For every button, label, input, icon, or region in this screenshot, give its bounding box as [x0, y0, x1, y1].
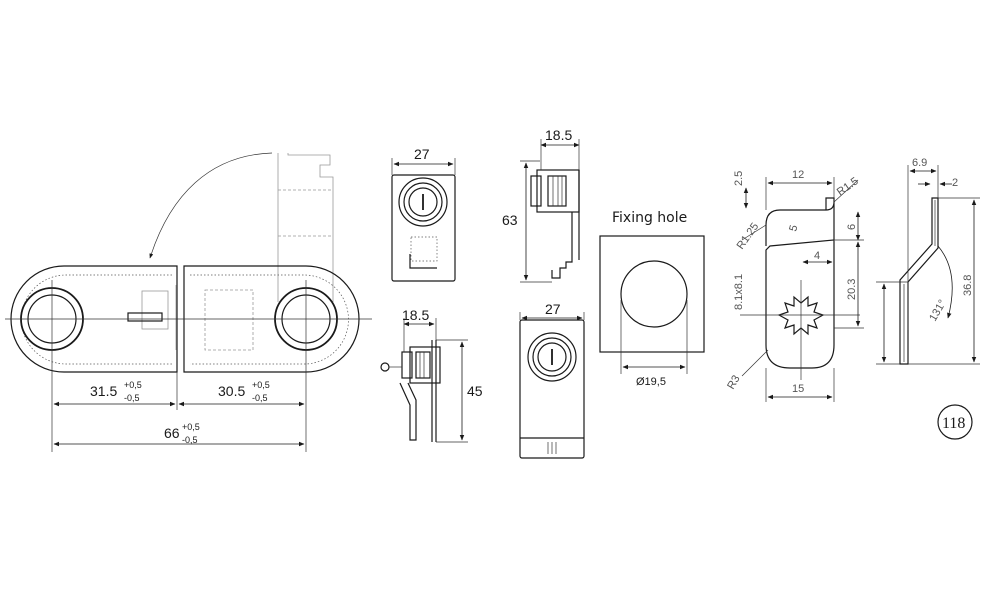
left-plate: [10, 265, 178, 373]
rotation-arrow: [149, 152, 273, 259]
side-dim-36-8: 36.8: [962, 275, 974, 296]
cam-dim-8-1: 8.1x8.1: [733, 274, 745, 310]
cam-dim-r1-5: R1.5: [835, 175, 861, 198]
dim-31-5: 31.5: [90, 383, 117, 399]
dim-66-tol-plus: +0,5: [182, 422, 200, 432]
cam-dim-2-5: 2.5: [733, 171, 745, 186]
dim-27-top: 27: [414, 146, 430, 162]
ghost-latch: [277, 153, 334, 302]
dim-45: 45: [467, 383, 483, 399]
side-view-top: 18.5 63: [502, 127, 580, 283]
cam-dim-4: 4: [814, 250, 820, 262]
dim-31-5-tol-minus: -0,5: [124, 393, 140, 403]
fixing-hole-view: Fixing hole Ø19,5: [599, 210, 705, 388]
dim-66-tol-minus: -0,5: [182, 435, 198, 445]
cam-dim-5: 5: [787, 224, 800, 233]
page-number-badge: 118: [937, 404, 973, 440]
side-dim-6-9: 6.9: [912, 157, 927, 169]
dim-18-5-bottom: 18.5: [402, 307, 429, 323]
dim-66: 66: [164, 425, 180, 441]
dim-30-5-tol-plus: +0,5: [252, 380, 270, 390]
cam-dim-20-3: 20.3: [846, 279, 858, 300]
front-view-bottom: 27: [519, 301, 585, 459]
page-number: 118: [942, 415, 965, 432]
lock-assembly-view: 31.5 +0,5 -0,5 30.5 +0,5 -0,5 66 +0,5 -0…: [5, 152, 372, 452]
dim-30-5: 30.5: [218, 383, 245, 399]
dim-27-bottom: 27: [545, 301, 561, 317]
cam-plate-front: 12 2.5 R1.5 R1.25 5 6 4 20.3 8.1x8.1 R3 …: [725, 169, 864, 402]
cam-dim-12: 12: [792, 169, 804, 181]
cam-dim-r3: R3: [725, 373, 742, 391]
front-view-top: 27: [391, 146, 456, 282]
side-dim-angle: 131°: [927, 298, 949, 324]
side-dim-2: 2: [952, 177, 958, 189]
cam-plate-side: 6.9 2 36.8 131°: [876, 157, 980, 365]
cam-dim-6: 6: [846, 224, 858, 230]
dim-18-5-top: 18.5: [545, 127, 572, 143]
hole-diameter: Ø19,5: [636, 376, 666, 388]
cam-ghost: [127, 285, 254, 351]
fixing-hole-label: Fixing hole: [612, 210, 687, 226]
side-view-bottom: 18.5 45: [380, 307, 483, 443]
cam-dim-r1-25: R1.25: [735, 221, 762, 252]
cam-dim-15: 15: [792, 383, 804, 395]
dim-31-5-tol-plus: +0,5: [124, 380, 142, 390]
dim-63: 63: [502, 212, 518, 228]
right-plate: [183, 265, 360, 373]
dim-30-5-tol-minus: -0,5: [252, 393, 268, 403]
